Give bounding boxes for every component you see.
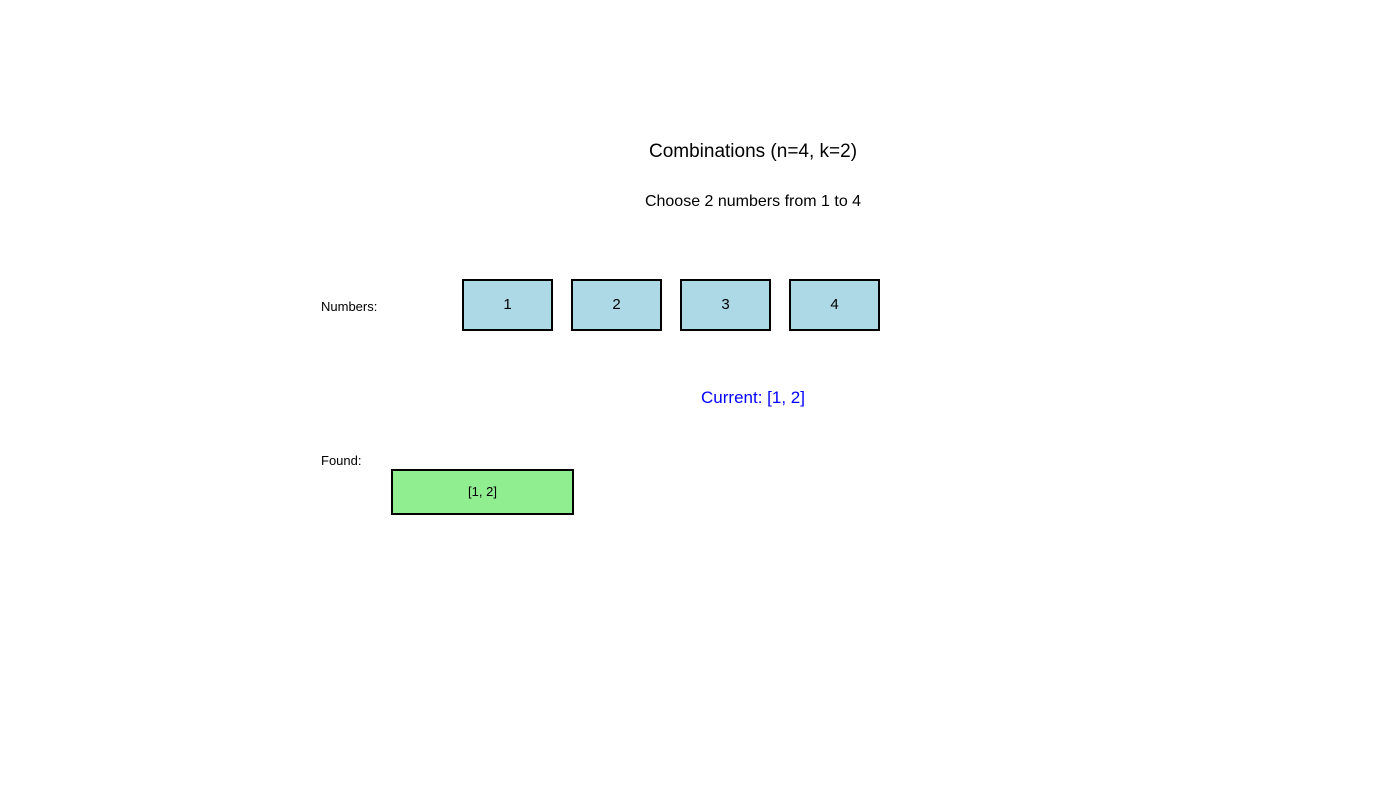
found-combination-box: [1, 2] [391,469,574,515]
subtitle: Choose 2 numbers from 1 to 4 [644,193,862,210]
page-title: Combinations (n=4, k=2) [648,141,858,162]
number-box-4: 4 [789,279,880,331]
numbers-label: Numbers: [321,299,378,314]
number-box-2: 2 [571,279,662,331]
found-label: Found: [321,453,362,468]
current-combination-text: Current: [1, 2] [701,388,805,407]
number-box-3: 3 [680,279,771,331]
number-box-1: 1 [462,279,553,331]
